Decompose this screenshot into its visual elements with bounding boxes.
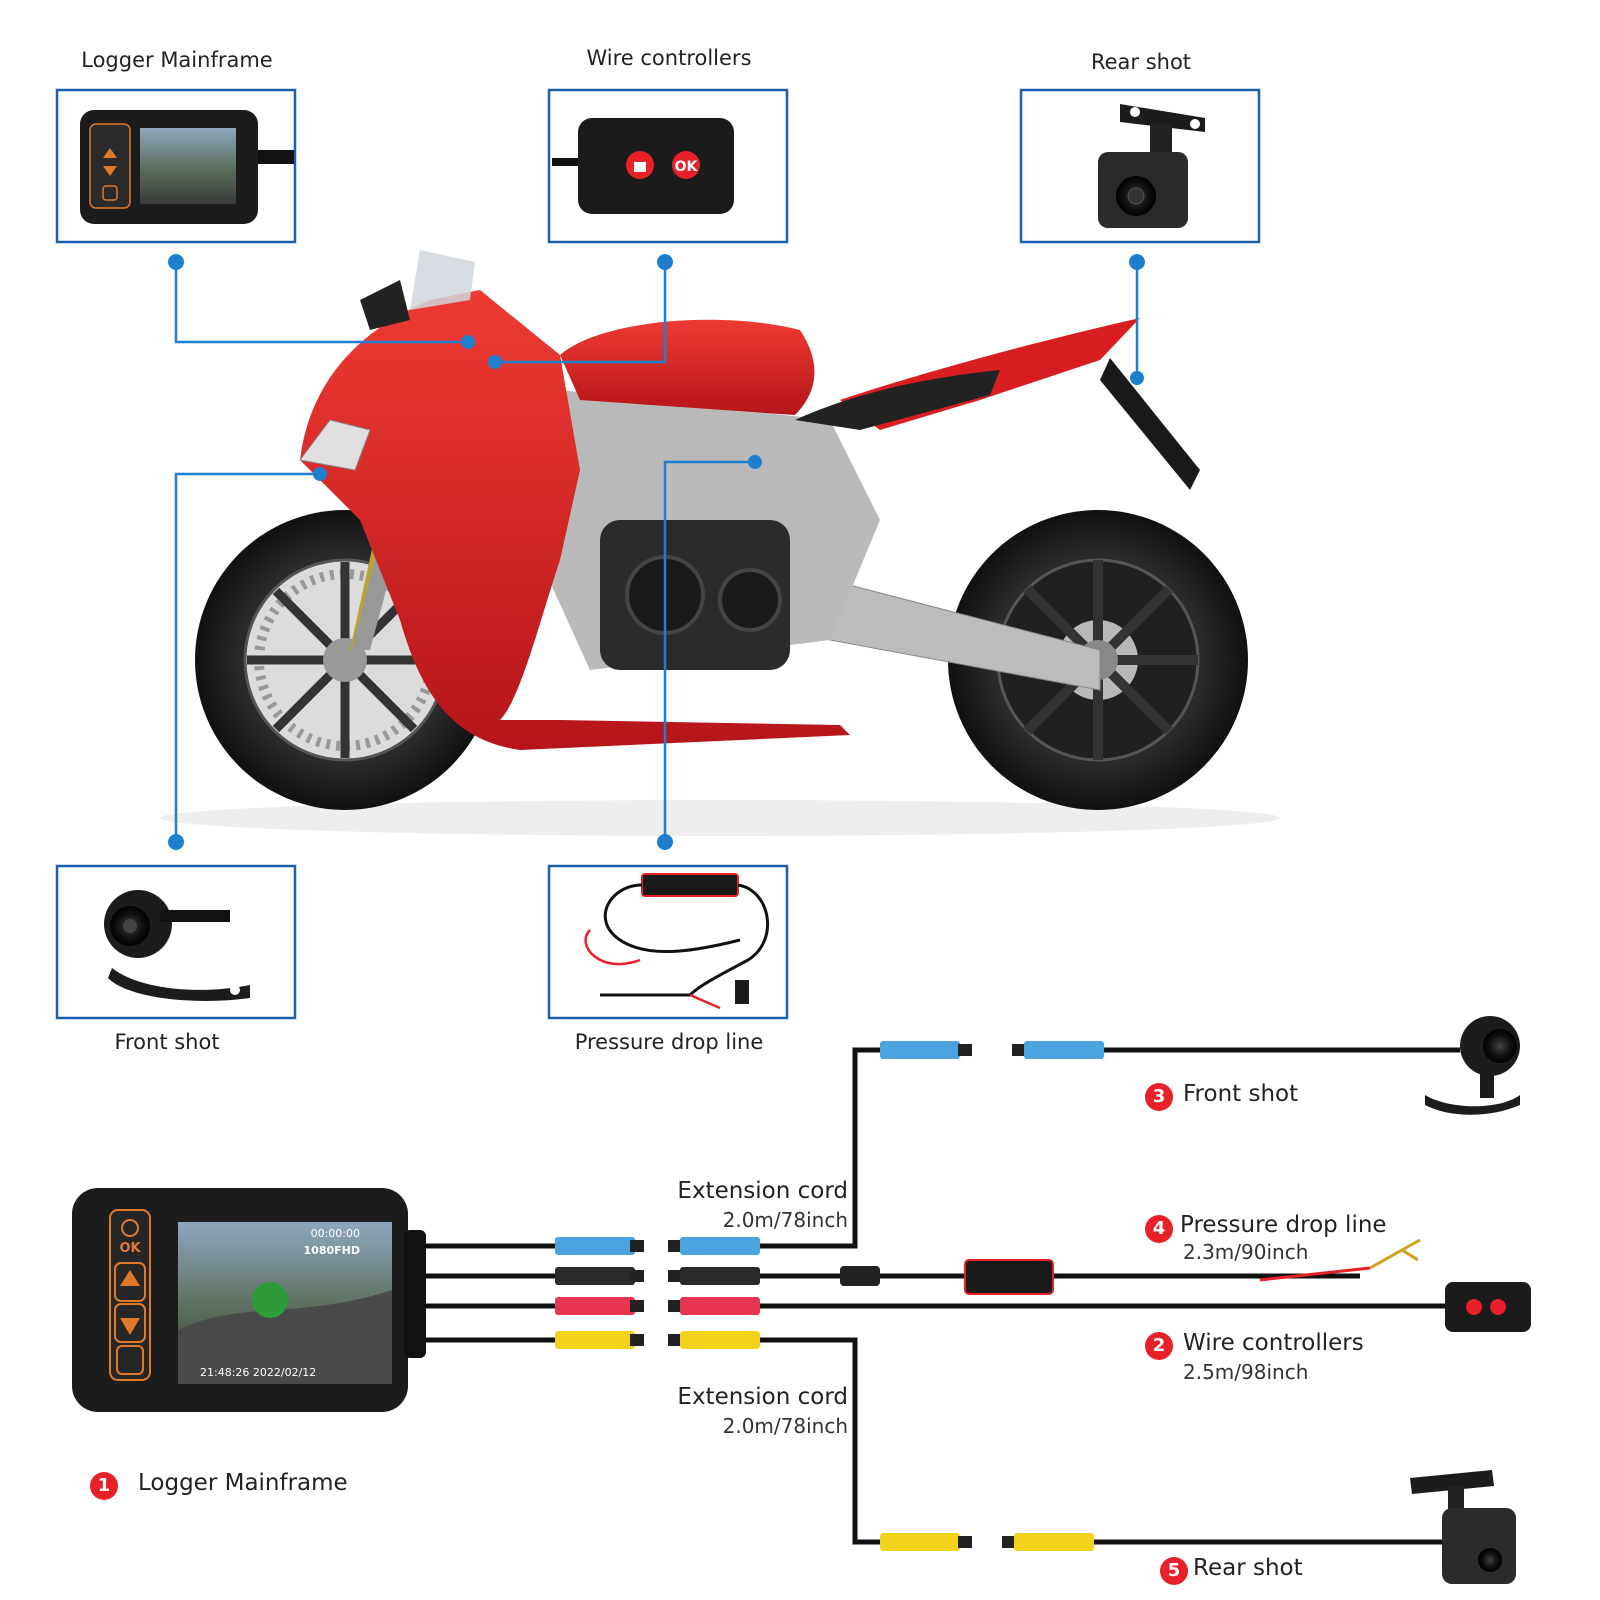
wire-controllers-box xyxy=(547,88,789,244)
badge-rear-shot: 5 xyxy=(1160,1557,1188,1585)
screen-time-top: 00:00:00 xyxy=(311,1227,360,1240)
extension-cord-bottom-label: Extension cord xyxy=(677,1384,848,1410)
wiring-length-wire-controllers: 2.5m/98inch xyxy=(1183,1360,1309,1384)
label-wire-controllers: Wire controllers xyxy=(586,46,752,70)
power-off-icon xyxy=(121,1219,139,1237)
wiring-label-rear-shot: Rear shot xyxy=(1193,1555,1303,1581)
rear-shot-box xyxy=(1019,88,1261,244)
pressure-red-wire xyxy=(1259,1266,1371,1282)
label-rear-shot: Rear shot xyxy=(1090,50,1192,74)
rear-camera-icon xyxy=(1098,104,1205,228)
connectors-mainframe xyxy=(555,1237,644,1349)
front-shot-box xyxy=(55,864,297,1020)
label-front-shot: Front shot xyxy=(114,1030,220,1054)
arrow-up-icon xyxy=(120,1270,140,1286)
spade-terminal xyxy=(1369,1238,1421,1270)
badge-pressure-drop-line: 4 xyxy=(1145,1215,1173,1243)
wiring-label-wire-controllers: Wire controllers xyxy=(1183,1330,1364,1356)
callout-lines xyxy=(174,262,1139,842)
controller-ok-label: OK xyxy=(675,159,699,175)
screen-timestamp: 21:48:26 2022/02/12 xyxy=(200,1366,316,1379)
wiring-label-pressure-drop-line: Pressure drop line xyxy=(1180,1212,1387,1238)
pressure-drop-line-box xyxy=(547,864,789,1020)
front-camera-icon xyxy=(1425,1016,1520,1115)
wiring-label-front-shot: Front shot xyxy=(1183,1081,1299,1107)
logger-mainframe-box xyxy=(55,88,297,244)
device-ok-label: OK xyxy=(119,1241,141,1256)
routing-cables xyxy=(760,1047,1460,1545)
connectors-extension xyxy=(668,1237,760,1349)
pressure-drop-cable-icon xyxy=(584,873,770,1010)
remote-controller-icon xyxy=(1445,1282,1531,1332)
extension-cord-top-length: 2.0m/78inch xyxy=(722,1208,848,1232)
device-cables xyxy=(426,1243,560,1343)
arrow-down-icon xyxy=(120,1318,140,1335)
screen-resolution: 1080FHD xyxy=(304,1244,360,1257)
badge-front-shot: 3 xyxy=(1145,1083,1173,1111)
badge-wire-controllers: 2 xyxy=(1145,1332,1173,1360)
connectors-far xyxy=(840,1041,1104,1551)
wiring-length-pressure-drop-line: 2.3m/90inch xyxy=(1183,1240,1309,1264)
remote-controller-icon: OK xyxy=(552,118,734,214)
rear-camera-icon xyxy=(1410,1470,1516,1584)
label-pressure-drop-line: Pressure drop line xyxy=(574,1030,764,1054)
extension-cord-bottom-length: 2.0m/78inch xyxy=(722,1414,848,1438)
logger-mainframe-device: OK 00:00:00 1080FHD 21:48:26 2022/02/12 xyxy=(72,1188,426,1412)
front-camera-icon xyxy=(104,890,250,1001)
dashcam-screen-icon xyxy=(80,110,294,224)
extension-cord-top-label: Extension cord xyxy=(677,1178,848,1204)
motorcycle-image xyxy=(160,250,1280,836)
label-logger-mainframe: Logger Mainframe xyxy=(81,48,273,72)
callout-dots xyxy=(168,254,1145,850)
wiring-label-logger-mainframe: Logger Mainframe xyxy=(138,1470,348,1496)
badge-logger-mainframe: 1 xyxy=(90,1472,118,1500)
